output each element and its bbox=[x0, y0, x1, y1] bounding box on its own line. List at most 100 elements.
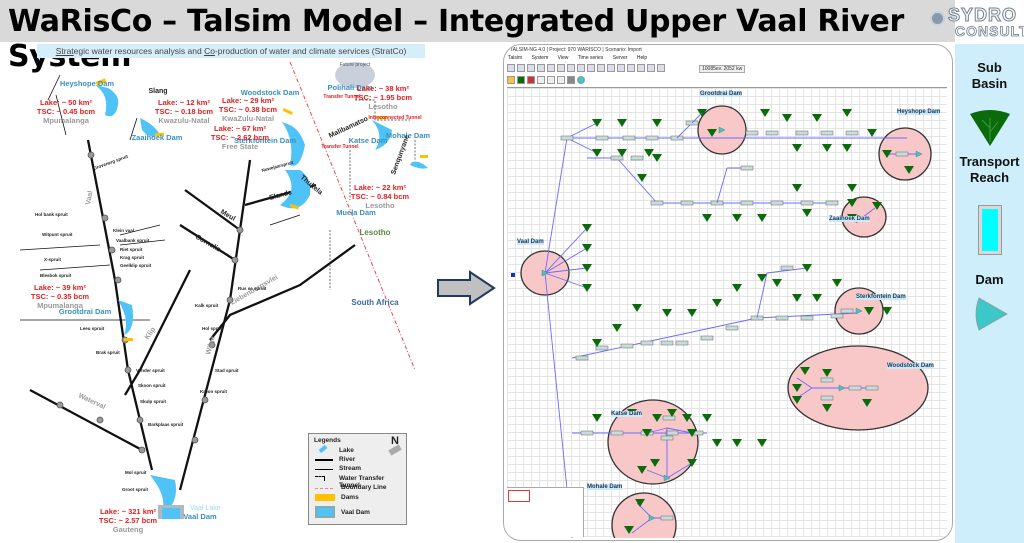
sub-basin bbox=[582, 224, 592, 232]
dam-node bbox=[648, 514, 656, 522]
transport-reach bbox=[665, 430, 679, 436]
sydro-logo: SYDRO CONSULT bbox=[930, 4, 1024, 44]
sub-basin bbox=[847, 184, 857, 192]
toolbar-button[interactable] bbox=[547, 64, 555, 72]
toolbar-button[interactable] bbox=[657, 64, 665, 72]
sub-basin bbox=[822, 404, 832, 412]
transport-reach bbox=[662, 415, 676, 421]
toolbar-button[interactable] bbox=[567, 64, 575, 72]
stream-legend-icon bbox=[315, 469, 333, 470]
reach-link bbox=[544, 247, 588, 274]
toolbar-button[interactable] bbox=[597, 64, 605, 72]
transport-reach bbox=[700, 335, 714, 341]
overview-minimap[interactable] bbox=[507, 487, 584, 537]
transport-reach bbox=[650, 200, 664, 206]
menu-server[interactable]: Server bbox=[612, 55, 628, 61]
toolbar-button[interactable] bbox=[537, 64, 545, 72]
vaal-lake-area: Lake: ~ 321 km² bbox=[100, 507, 157, 516]
transport-reach bbox=[865, 385, 879, 391]
transport-reach bbox=[622, 135, 636, 141]
sub-basin bbox=[822, 369, 832, 377]
toolbar-button[interactable] bbox=[627, 64, 635, 72]
minimap-viewport[interactable] bbox=[508, 490, 530, 502]
stream-label: Kalk spruit bbox=[195, 303, 219, 308]
rain-tool-button[interactable] bbox=[527, 76, 535, 84]
map-legend: Legends N Lake River Stream Water Transf… bbox=[308, 433, 407, 525]
gauge-node bbox=[511, 273, 515, 277]
reach-link bbox=[646, 427, 668, 434]
model-canvas[interactable]: Grootdrai Dam Heyshope Dam Zaaihoek Dam … bbox=[507, 87, 947, 540]
lesotho-region-label: Lesotho bbox=[359, 228, 390, 237]
sub-basin bbox=[667, 409, 677, 417]
reach-link bbox=[691, 112, 703, 124]
transfer-tunnel-label-2: Transfer Tunnel bbox=[321, 144, 359, 150]
toolbar-button[interactable] bbox=[647, 64, 655, 72]
sub-basin bbox=[832, 279, 842, 287]
toolbar-button[interactable] bbox=[507, 64, 515, 72]
transfer-tunnel-label-1: Transfer Tunnel bbox=[323, 94, 361, 100]
transport-reach bbox=[680, 200, 694, 206]
header-bar: WaRisCo – Talsim Model – Integrated Uppe… bbox=[0, 0, 955, 74]
rectangle-tool-button[interactable] bbox=[557, 76, 565, 84]
junction-tool-button[interactable] bbox=[547, 76, 555, 84]
sub-basin bbox=[707, 129, 717, 137]
toolbar-button[interactable] bbox=[517, 64, 525, 72]
toolbar-button[interactable] bbox=[577, 64, 585, 72]
menu-help[interactable]: Help bbox=[636, 55, 648, 61]
toolbar-button[interactable] bbox=[607, 64, 615, 72]
node-tool-button[interactable] bbox=[577, 76, 585, 84]
menu-system[interactable]: System bbox=[531, 55, 549, 61]
stream-label: Klein vaal bbox=[113, 228, 134, 233]
transport-reach bbox=[820, 395, 834, 401]
transport-reach bbox=[675, 340, 689, 346]
sub-basin-tool-button[interactable] bbox=[517, 76, 525, 84]
reach-link bbox=[796, 377, 813, 389]
stream-label: Blesbok spruit bbox=[40, 273, 72, 278]
transport-reach bbox=[765, 130, 779, 136]
dam-node bbox=[541, 269, 549, 277]
sub-basin bbox=[582, 264, 592, 272]
sub-basin bbox=[687, 309, 697, 317]
sub-basin bbox=[882, 150, 892, 158]
dam-tool-button[interactable] bbox=[567, 76, 575, 84]
menu-view[interactable]: View bbox=[557, 55, 569, 61]
network-diagram bbox=[511, 105, 932, 540]
sub-basin bbox=[872, 202, 882, 210]
menu-time-series[interactable]: Time series bbox=[577, 55, 604, 61]
transport-reach bbox=[560, 135, 574, 141]
transition-arrow-icon bbox=[437, 270, 496, 306]
toolbar-button[interactable] bbox=[557, 64, 565, 72]
sub-basin bbox=[904, 166, 914, 174]
sub-basin bbox=[635, 499, 645, 507]
transport-reach bbox=[820, 130, 834, 136]
reach-link bbox=[716, 167, 728, 204]
polihali-future-bubble bbox=[335, 62, 375, 88]
toolbar-button[interactable] bbox=[527, 64, 535, 72]
sub-basin bbox=[812, 294, 822, 302]
mohale-tsc: TSC: ~ 0.84 bcm bbox=[351, 192, 409, 201]
vaal-dam-icon bbox=[158, 505, 184, 519]
menu-talsim[interactable]: Talsim bbox=[508, 55, 523, 61]
stream-label: Barkplaas spruit bbox=[148, 422, 184, 427]
heyshope-lake: Lake: ~ 50 km² bbox=[40, 98, 92, 107]
polihali-dam-name: Polihali Dam bbox=[327, 83, 372, 92]
sub-basin bbox=[822, 144, 832, 152]
river-waterval: Waterval bbox=[77, 392, 106, 411]
select-tool-button[interactable] bbox=[507, 76, 515, 84]
interconnected-tunnel-label: Interconnected Tunnel bbox=[368, 115, 422, 121]
dam-icon bbox=[975, 297, 1008, 331]
stream-label: Geelklip spruit bbox=[120, 263, 152, 268]
stream-label: Rus se spruit bbox=[238, 286, 267, 291]
legend-tunnel: Water Transfer Tunnel bbox=[339, 475, 385, 489]
sub-basin bbox=[792, 384, 802, 392]
toolbar-button[interactable] bbox=[617, 64, 625, 72]
sub-basin bbox=[812, 114, 822, 122]
talsim-window[interactable]: TALSIM-NG 4.0 | Project: 970 WARISCO | S… bbox=[503, 44, 953, 541]
transport-reach bbox=[780, 265, 794, 271]
sub-basin bbox=[637, 174, 647, 182]
element-toolbar bbox=[507, 76, 585, 86]
reach-tool-button[interactable] bbox=[537, 76, 545, 84]
toolbar-button[interactable] bbox=[637, 64, 645, 72]
toolbar-button[interactable] bbox=[587, 64, 595, 72]
legend-dams: Dams bbox=[341, 494, 359, 501]
